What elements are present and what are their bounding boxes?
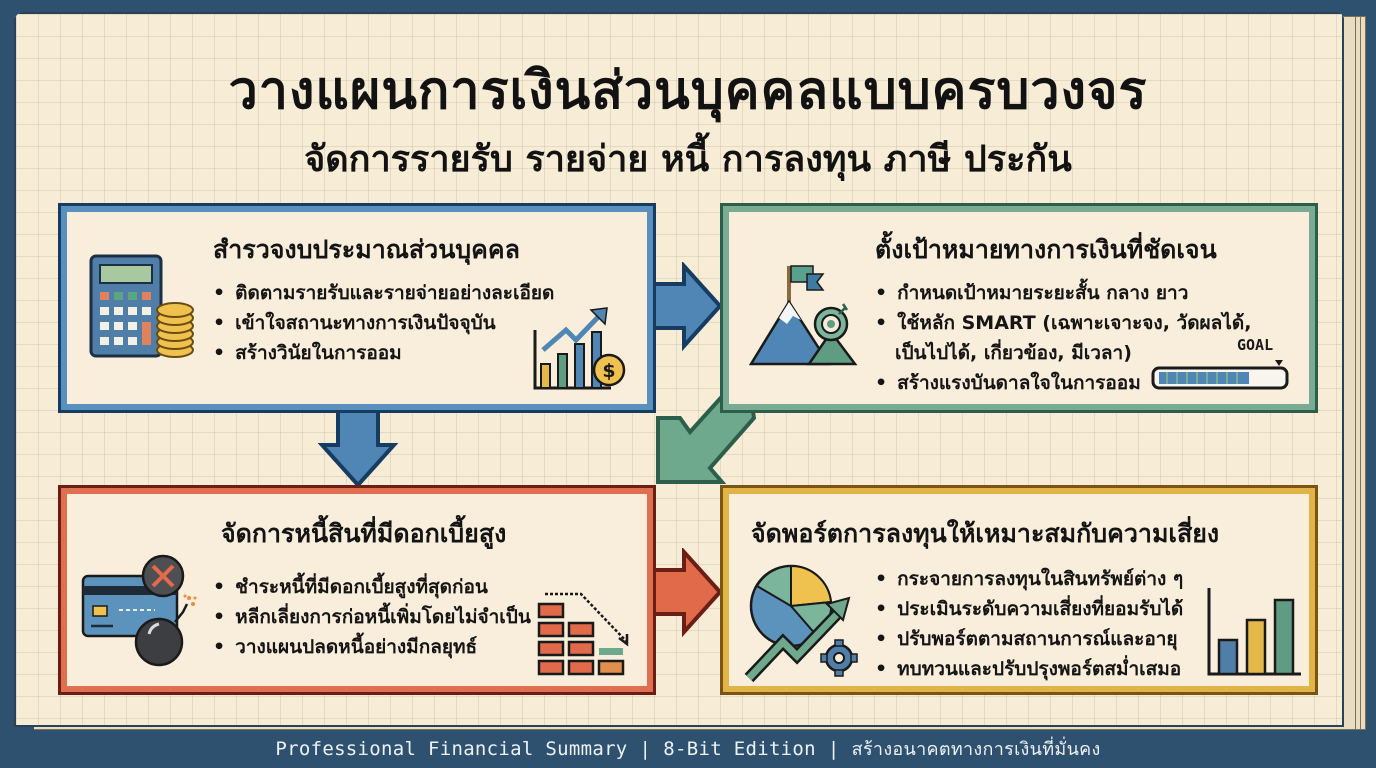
- card-debt: จัดการหนี้สินที่มีดอกเบี้ยสูง ชำระหนี้ที…: [58, 485, 656, 695]
- page-title: วางแผนการเงินส่วนบุคคลแบบครบวงจร: [228, 61, 1148, 121]
- footer-middle: 8-Bit Edition: [663, 738, 816, 760]
- bullet-item: กระจายการลงทุนในสินทรัพย์ต่าง ๆ: [875, 564, 1183, 594]
- footer-right: สร้างอนาคตทางการเงินที่มั่นคง: [851, 739, 1101, 760]
- bullet-item: สร้างวินัยในการออม: [213, 338, 554, 368]
- bomb-icon: [134, 617, 184, 667]
- bullet-item: กำหนดเป้าหมายระยะสั้น กลาง ยาว: [875, 278, 1251, 308]
- card-title: ตั้งเป้าหมายทางการเงินที่ชัดเจน: [875, 235, 1217, 264]
- bullet-item: สร้างแรงบันดาลใจในการออม: [875, 368, 1251, 398]
- bullet-list: กำหนดเป้าหมายระยะสั้น กลาง ยาว ใช้หลัก S…: [875, 278, 1251, 398]
- card-title: จัดการหนี้สินที่มีดอกเบี้ยสูง: [221, 519, 507, 548]
- goal-label: GOAL: [1237, 336, 1274, 354]
- bullet-item: ปรับพอร์ตตามสถานการณ์และอายุ: [875, 624, 1183, 654]
- card-budget: สำรวจงบประมาณส่วนบุคคล ติดตามรายรับและรา…: [58, 203, 656, 413]
- bullet-item: ใช้หลัก SMART (เฉพาะเจาะจง, วัดผลได้,: [875, 308, 1251, 338]
- footer-separator: |: [639, 738, 652, 760]
- bullet-item: วางแผนปลดหนี้อย่างมีกลยุทธ์: [213, 632, 531, 662]
- card-goals: ตั้งเป้าหมายทางการเงินที่ชัดเจน กำหนดเป้…: [720, 203, 1318, 413]
- bullet-item: หลีกเลี่ยงการก่อหนี้เพิ่มโดยไม่จำเป็น: [213, 602, 531, 632]
- arrow-down-left-icon: [656, 390, 757, 484]
- bullet-list: กระจายการลงทุนในสินทรัพย์ต่าง ๆ ประเมินร…: [875, 564, 1183, 684]
- bar-chart-icon: [1207, 588, 1301, 676]
- bullet-item: ติดตามรายรับและรายจ่ายอย่างละเอียด: [213, 278, 554, 308]
- calculator-icon: [89, 254, 194, 358]
- bullet-item: ประเมินระดับความเสี่ยงที่ยอมรับได้: [875, 594, 1183, 624]
- footer: Professional Financial Summary | 8-Bit Edi…: [0, 734, 1376, 763]
- arrow-down-icon: [318, 405, 398, 488]
- footer-left: Professional Financial Summary: [275, 738, 628, 760]
- card-title: จัดพอร์ตการลงทุนให้เหมาะสมกับความเสี่ยง: [751, 519, 1220, 548]
- mountain-flag-icon: [749, 265, 858, 366]
- bullet-item: ทบทวนและปรับปรุงพอร์ตสม่ำเสมอ: [875, 654, 1183, 684]
- gear-icon: [820, 639, 858, 677]
- growth-chart-dollar-icon: $: [533, 307, 626, 390]
- bullet-list: ชำระหนี้ที่มีดอกเบี้ยสูงที่สุดก่อน หลีกเ…: [213, 572, 531, 662]
- bullet-item: ชำระหนี้ที่มีดอกเบี้ยสูงที่สุดก่อน: [213, 572, 531, 602]
- footer-separator: |: [827, 738, 840, 760]
- page-subtitle: จัดการรายรับ รายจ่าย หนี้ การลงทุน ภาษี …: [304, 139, 1072, 180]
- bullet-item-continued: เป็นไปได้, เกี่ยวข้อง, มีเวลา): [895, 342, 1132, 364]
- bullet-list: ติดตามรายรับและรายจ่ายอย่างละเอียด เข้าใ…: [213, 278, 554, 368]
- bullet-item: เข้าใจสถานะทางการเงินปัจจุบัน: [213, 308, 554, 338]
- credit-card-x-icon: [81, 554, 197, 667]
- card-title: สำรวจงบประมาณส่วนบุคคล: [213, 235, 520, 264]
- card-portfolio: จัดพอร์ตการลงทุนให้เหมาะสมกับความเสี่ยง …: [720, 485, 1318, 695]
- debt-bricks-down-icon: [537, 592, 629, 676]
- pie-chart-growth-icon: [744, 564, 858, 683]
- goal-progress-bar: [1151, 360, 1289, 390]
- svg-text:$: $: [602, 360, 615, 382]
